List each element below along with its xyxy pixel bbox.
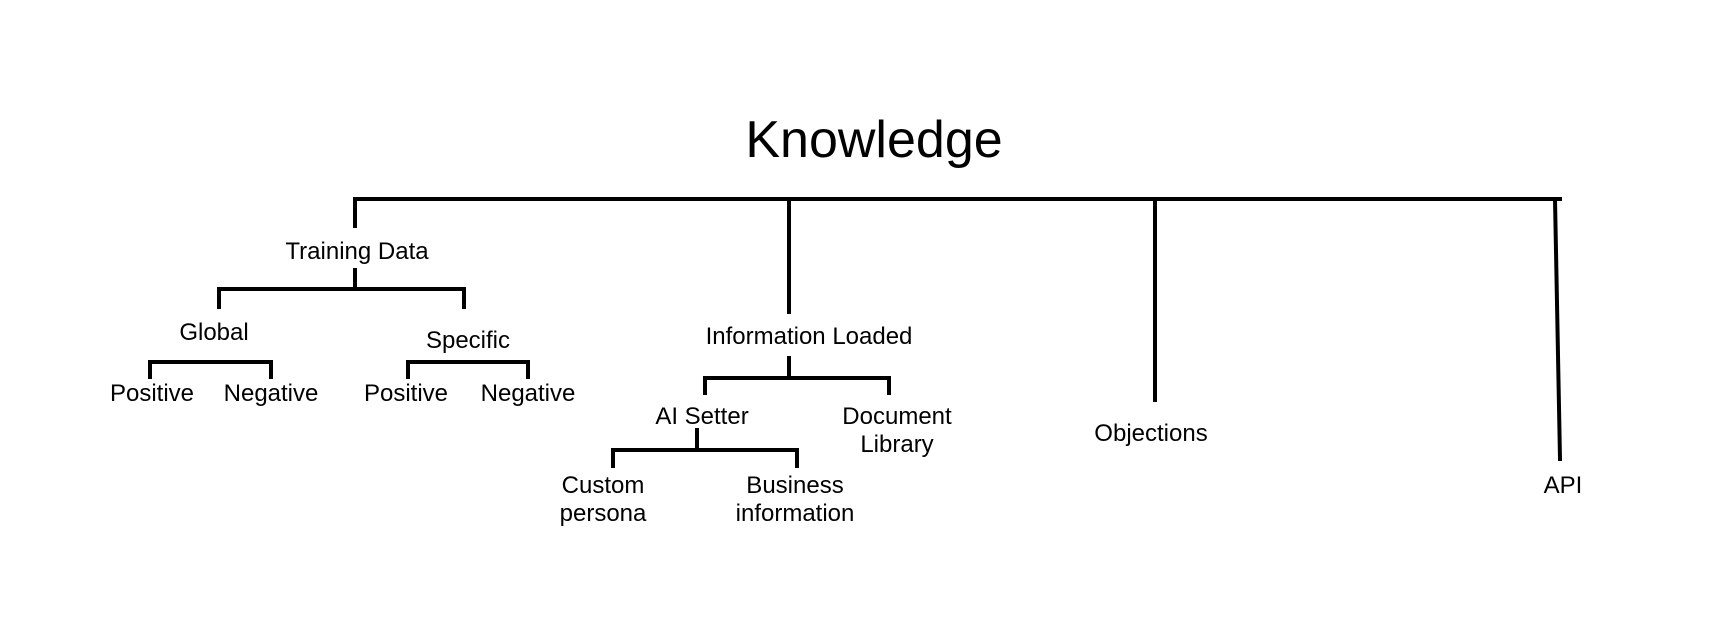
node-global-positive: Positive — [109, 380, 195, 407]
node-specific: Specific — [425, 327, 511, 354]
node-information-loaded: Information Loaded — [705, 323, 913, 350]
node-training-data: Training Data — [285, 238, 429, 265]
node-specific-negative: Negative — [480, 380, 576, 407]
node-ai-setter: AI Setter — [655, 403, 749, 430]
node-global: Global — [179, 319, 249, 346]
node-specific-positive: Positive — [363, 380, 449, 407]
node-objections: Objections — [1094, 420, 1208, 447]
node-custom-persona: Custom persona — [559, 472, 647, 527]
node-document-library: Document Library — [842, 403, 952, 458]
node-global-negative: Negative — [223, 380, 319, 407]
diagram-title: Knowledge — [745, 111, 1003, 169]
node-api: API — [1543, 472, 1583, 499]
drop-api — [1552, 196, 1563, 462]
node-business-information: Business information — [735, 472, 855, 527]
